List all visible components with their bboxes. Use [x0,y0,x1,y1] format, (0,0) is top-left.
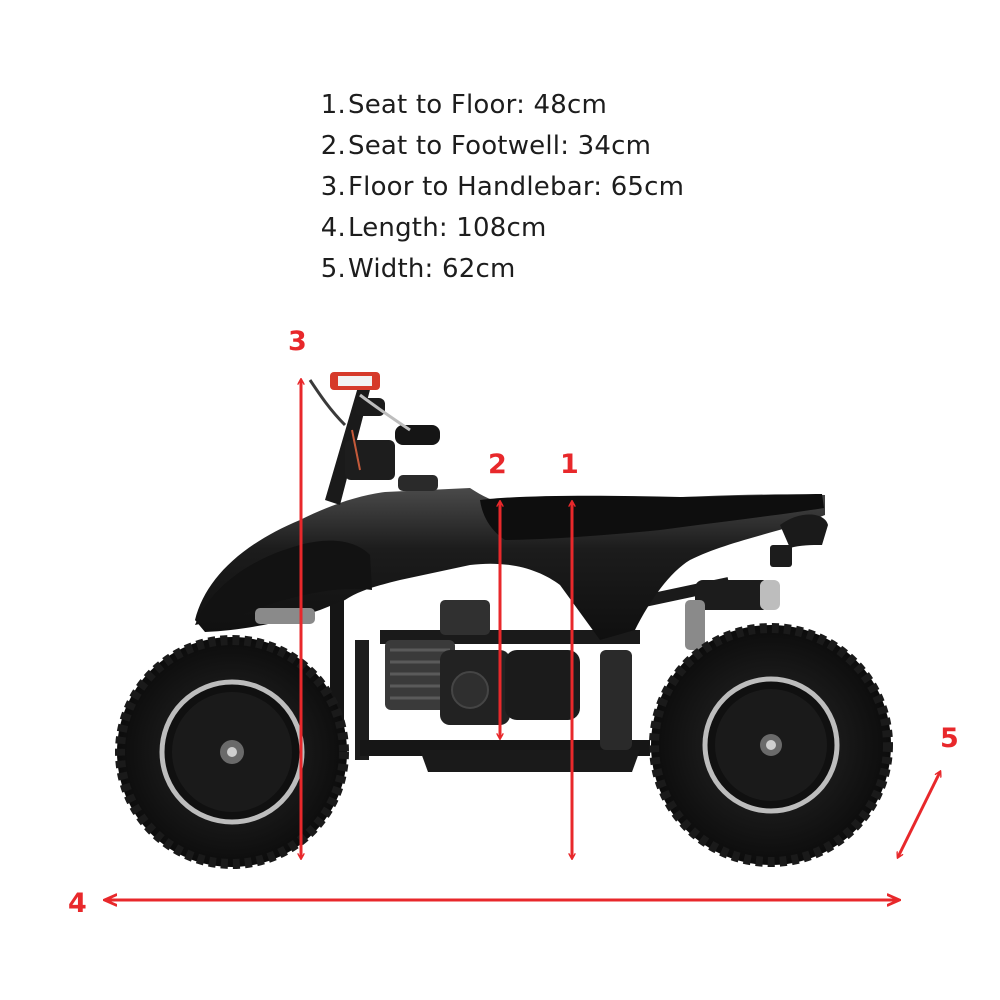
fuel-cap [398,475,438,491]
marker-label-3: 3 [288,326,307,357]
front-wheel [115,635,349,869]
arrow-width [898,772,940,857]
marker-label-4: 4 [68,888,87,919]
spec-item-length: 4. Length: 108cm [316,207,684,248]
spec-text: Seat to Floor: 48cm [348,89,608,120]
rear-wheel [649,623,893,867]
tail-light [770,545,792,567]
spec-number: 5. [320,253,346,284]
spec-text: Length: 108cm [348,212,547,243]
marker-label-5: 5 [940,723,959,754]
quad-bike [115,372,893,869]
spec-text: Floor to Handlebar: 65cm [348,171,685,202]
marker-label-2: 2 [488,449,507,480]
front-shock [255,608,315,624]
spec-number: 1. [320,89,346,120]
dimension-arrows [106,380,940,900]
handlebar [308,372,440,505]
spec-number: 3. [320,171,346,202]
front-fender [195,540,372,625]
rear-rail [780,514,828,548]
spec-item-floor-to-handlebar: 3. Floor to Handlebar: 65cm [316,166,684,207]
dimension-list: 1. Seat to Floor: 48cm 2. Seat to Footwe… [316,84,684,289]
spec-number: 2. [320,130,346,161]
spec-item-seat-to-floor: 1. Seat to Floor: 48cm [316,84,684,125]
spec-number: 4. [320,212,346,243]
spec-item-seat-to-footwell: 2. Seat to Footwell: 34cm [316,125,684,166]
engine [385,600,580,725]
spec-text: Width: 62cm [348,253,516,284]
spec-text: Seat to Footwell: 34cm [348,130,652,161]
seat [480,494,824,540]
exhaust [685,580,780,650]
spec-item-width: 5. Width: 62cm [316,248,684,289]
marker-label-1: 1 [560,449,579,480]
